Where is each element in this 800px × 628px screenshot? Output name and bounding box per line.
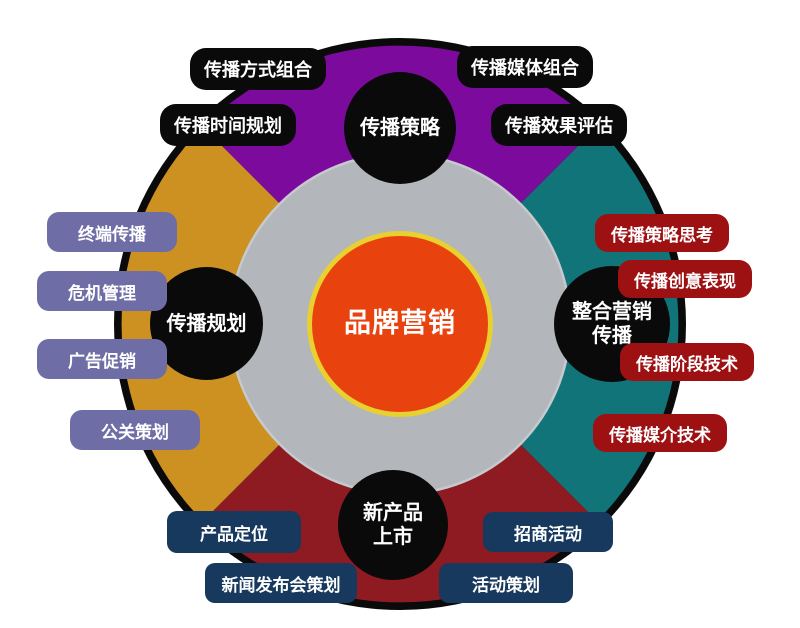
callout-communication-method-mix: 传播方式组合 — [190, 48, 326, 90]
callout-event-planning: 活动策划 — [439, 563, 573, 603]
callout-terminal-communication: 终端传播 — [47, 212, 177, 252]
callout-product-positioning: 产品定位 — [167, 511, 301, 553]
node-label-line2: 上市 — [373, 524, 413, 548]
callout-communication-media-mix: 传播媒体组合 — [457, 46, 593, 88]
callout-investment-promotion-activity: 招商活动 — [483, 512, 613, 552]
node-new-product-launch: 新产品 上市 — [338, 470, 448, 580]
callout-communication-effect-evaluation: 传播效果评估 — [491, 104, 627, 146]
callout-communication-creative-expression: 传播创意表现 — [618, 260, 752, 298]
center-circle-label: 品牌营销 — [344, 308, 456, 340]
callout-communication-time-planning: 传播时间规划 — [160, 104, 296, 146]
node-label-line1: 整合营销 — [572, 299, 652, 324]
callout-communication-stage-technique: 传播阶段技术 — [620, 343, 754, 381]
node-label: 传播规划 — [166, 310, 247, 335]
node-communication-strategy: 传播策略 — [344, 72, 456, 184]
node-label-line1: 新产品 — [363, 500, 423, 525]
node-label: 传播策略 — [360, 115, 440, 140]
center-circle: 品牌营销 — [307, 231, 493, 417]
callout-communication-strategy-thinking: 传播策略思考 — [595, 214, 729, 252]
callout-pr-planning: 公关策划 — [70, 410, 200, 450]
callout-communication-media-technique: 传播媒介技术 — [593, 414, 727, 452]
node-communication-planning: 传播规划 — [150, 267, 263, 380]
callout-advertising-promotion: 广告促销 — [37, 339, 167, 379]
node-label-line2: 传播 — [592, 323, 632, 347]
callout-press-conference-planning: 新闻发布会策划 — [205, 563, 357, 603]
callout-crisis-management: 危机管理 — [37, 271, 167, 311]
